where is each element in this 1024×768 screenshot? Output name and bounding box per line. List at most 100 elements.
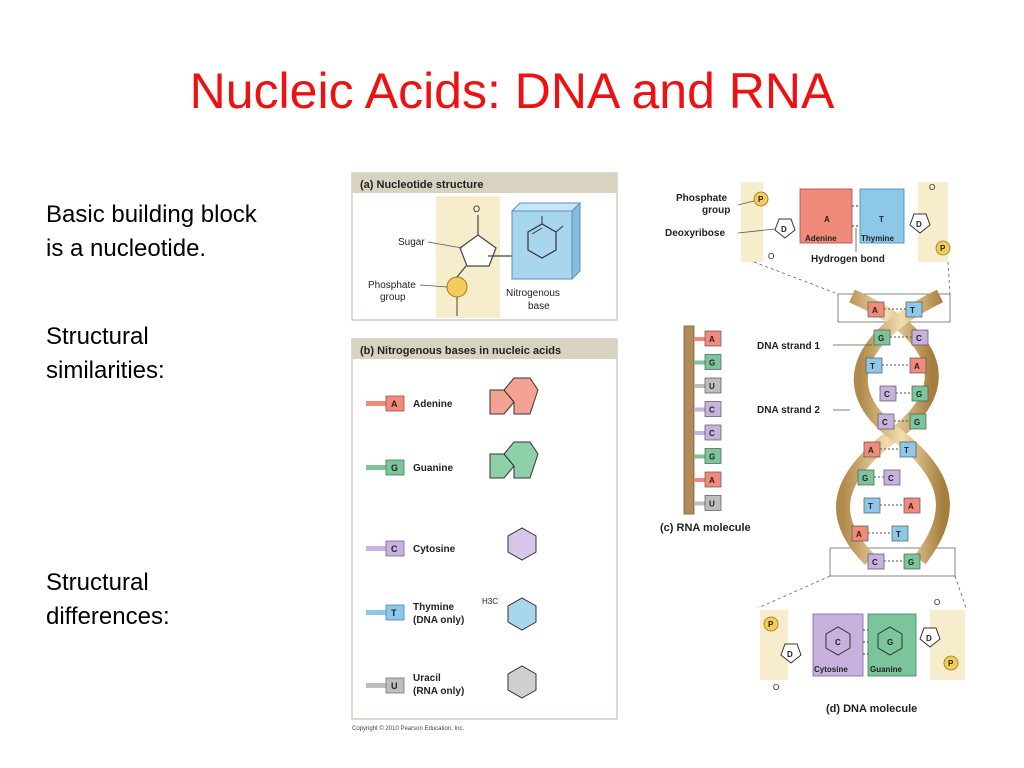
- base-row-thymine: T Thymine (DNA only) H3C: [366, 597, 537, 631]
- phosphate-p-d-right: [943, 655, 959, 671]
- adenine-label: Adenine: [413, 399, 453, 410]
- helix-base-block: [903, 497, 921, 514]
- o-label-d-top: O: [934, 598, 940, 607]
- d-label-right: D: [916, 220, 922, 229]
- copyright-text: Copyright © 2010 Pearson Education, Inc.: [352, 725, 464, 732]
- rna-base-letter: A: [709, 476, 715, 485]
- strand1-label: DNA strand 1: [757, 341, 820, 352]
- helix-base-letter: A: [914, 362, 920, 371]
- thymine-block: [859, 188, 905, 244]
- phosphate-text: Phosphate: [676, 193, 728, 204]
- rna-base-stem: [694, 501, 706, 506]
- helix-base-block: [909, 357, 927, 374]
- panel-b-heading: (b) Nitrogenous bases in nucleic acids: [360, 345, 561, 357]
- group-label: group: [380, 292, 406, 303]
- helix-bottom-box: [829, 547, 956, 577]
- helix-base-block: [899, 441, 917, 458]
- a-label-top: A: [824, 215, 830, 224]
- deoxyribose-text: Deoxyribose: [665, 228, 725, 239]
- o-label-bottom: O: [768, 252, 774, 261]
- helix-base-letter: C: [884, 390, 890, 399]
- rna-base-tab: [704, 495, 722, 511]
- p-label-d-left: P: [768, 620, 774, 629]
- deoxyribose-d-right: [919, 627, 941, 648]
- rna-base-letter: U: [709, 500, 715, 509]
- d-label-d-right: D: [926, 634, 932, 643]
- guanine-label: Guanine: [413, 463, 453, 474]
- panel-d-heading: (d) DNA molecule: [826, 703, 917, 715]
- rna-base-tab: [704, 448, 722, 464]
- panel-d-dna-molecule: P D O C Cytosine G Guanine D P O (d) DNA…: [760, 598, 965, 715]
- helix-base-block: [903, 553, 921, 570]
- uracil-label: Uracil: [413, 673, 441, 684]
- thymine-block-label: Thymine: [861, 234, 894, 243]
- bullet-similarities: Structural similarities:: [46, 323, 165, 384]
- helix-base-letter: C: [916, 334, 922, 343]
- helix-base-letter: A: [872, 306, 878, 315]
- rna-base-tab: [704, 471, 722, 488]
- helix-base-letter: T: [904, 446, 909, 455]
- helix-base-letter: C: [872, 558, 878, 567]
- rna-base-tab: [704, 401, 722, 417]
- thymine-letter: T: [391, 608, 397, 618]
- rna-heading: (c) RNA molecule: [660, 522, 751, 534]
- helix-base-letter: G: [914, 418, 920, 427]
- panel-a-heading-bar: [352, 173, 617, 193]
- rna-base-stem: [694, 337, 706, 341]
- rna-base-stem: [694, 478, 706, 482]
- top-detail-base-pair: P D O A Adenine T Thymine D P O Phosphat…: [665, 182, 951, 265]
- rna-base-stem: [694, 454, 706, 459]
- phosphate-circle: [446, 276, 468, 298]
- guanine-block: [867, 613, 917, 677]
- rna-base-letter: C: [709, 406, 715, 415]
- cytosine-block: [812, 613, 864, 677]
- phosphate-label: Phosphate: [368, 280, 416, 291]
- base-row-cytosine: C Cytosine: [366, 527, 537, 561]
- panel-b-heading-bar: [352, 339, 617, 359]
- rna-base-tab: [704, 330, 722, 347]
- helix-base-letter: G: [878, 334, 884, 343]
- rna-base-stem: [694, 360, 706, 365]
- helix-base-letter: A: [908, 502, 914, 511]
- rna-base-letter: A: [709, 335, 715, 344]
- base-label: base: [528, 301, 550, 312]
- helix-base-letter: T: [868, 502, 873, 511]
- helix-base-letter: G: [908, 558, 914, 567]
- helix-base-letter: G: [916, 390, 922, 399]
- nitrogenous-label: Nitrogenous: [506, 288, 560, 299]
- t-label-top: T: [879, 215, 884, 224]
- deoxyribose-right: [909, 213, 931, 234]
- panel-b-nitrogenous-bases: (b) Nitrogenous bases in nucleic acids A…: [351, 338, 618, 720]
- base-row-guanine: G Guanine: [366, 441, 539, 479]
- guanine-letter: G: [391, 463, 398, 473]
- adenine-letter: A: [391, 399, 398, 409]
- guanine-block-label: Guanine: [870, 665, 903, 674]
- base-row-uracil: U Uracil (RNA only): [366, 665, 537, 699]
- helix-base-letter: G: [862, 474, 868, 483]
- helix-base-letter: T: [896, 530, 901, 539]
- g-label-d: G: [887, 638, 893, 647]
- hydrogen-bond-text: Hydrogen bond: [811, 254, 885, 265]
- adenine-block-label: Adenine: [805, 234, 837, 243]
- rna-base-tab: [704, 354, 722, 370]
- p-label-right: P: [940, 244, 946, 253]
- helix-base-letter: C: [882, 418, 888, 427]
- helix-base-letter: T: [870, 362, 875, 371]
- base-row-adenine: A Adenine: [366, 377, 539, 415]
- phosphate-p-left: [753, 191, 769, 207]
- helix-base-block: [909, 413, 927, 430]
- rna-backbone: [683, 325, 695, 515]
- uracil-letter: U: [391, 681, 398, 691]
- sugar-pentagon: [459, 234, 497, 267]
- helix-base-block: [891, 525, 909, 542]
- strand2-label: DNA strand 2: [757, 405, 820, 416]
- helix-base-letter: C: [888, 474, 894, 483]
- o-label: O: [473, 204, 480, 214]
- cytosine-block-label: Cytosine: [814, 665, 848, 674]
- rna-base-letter: G: [709, 359, 715, 368]
- deoxyribose-left: [774, 218, 796, 239]
- sugar-label: Sugar: [398, 237, 425, 248]
- rna-base-tab: [704, 377, 722, 394]
